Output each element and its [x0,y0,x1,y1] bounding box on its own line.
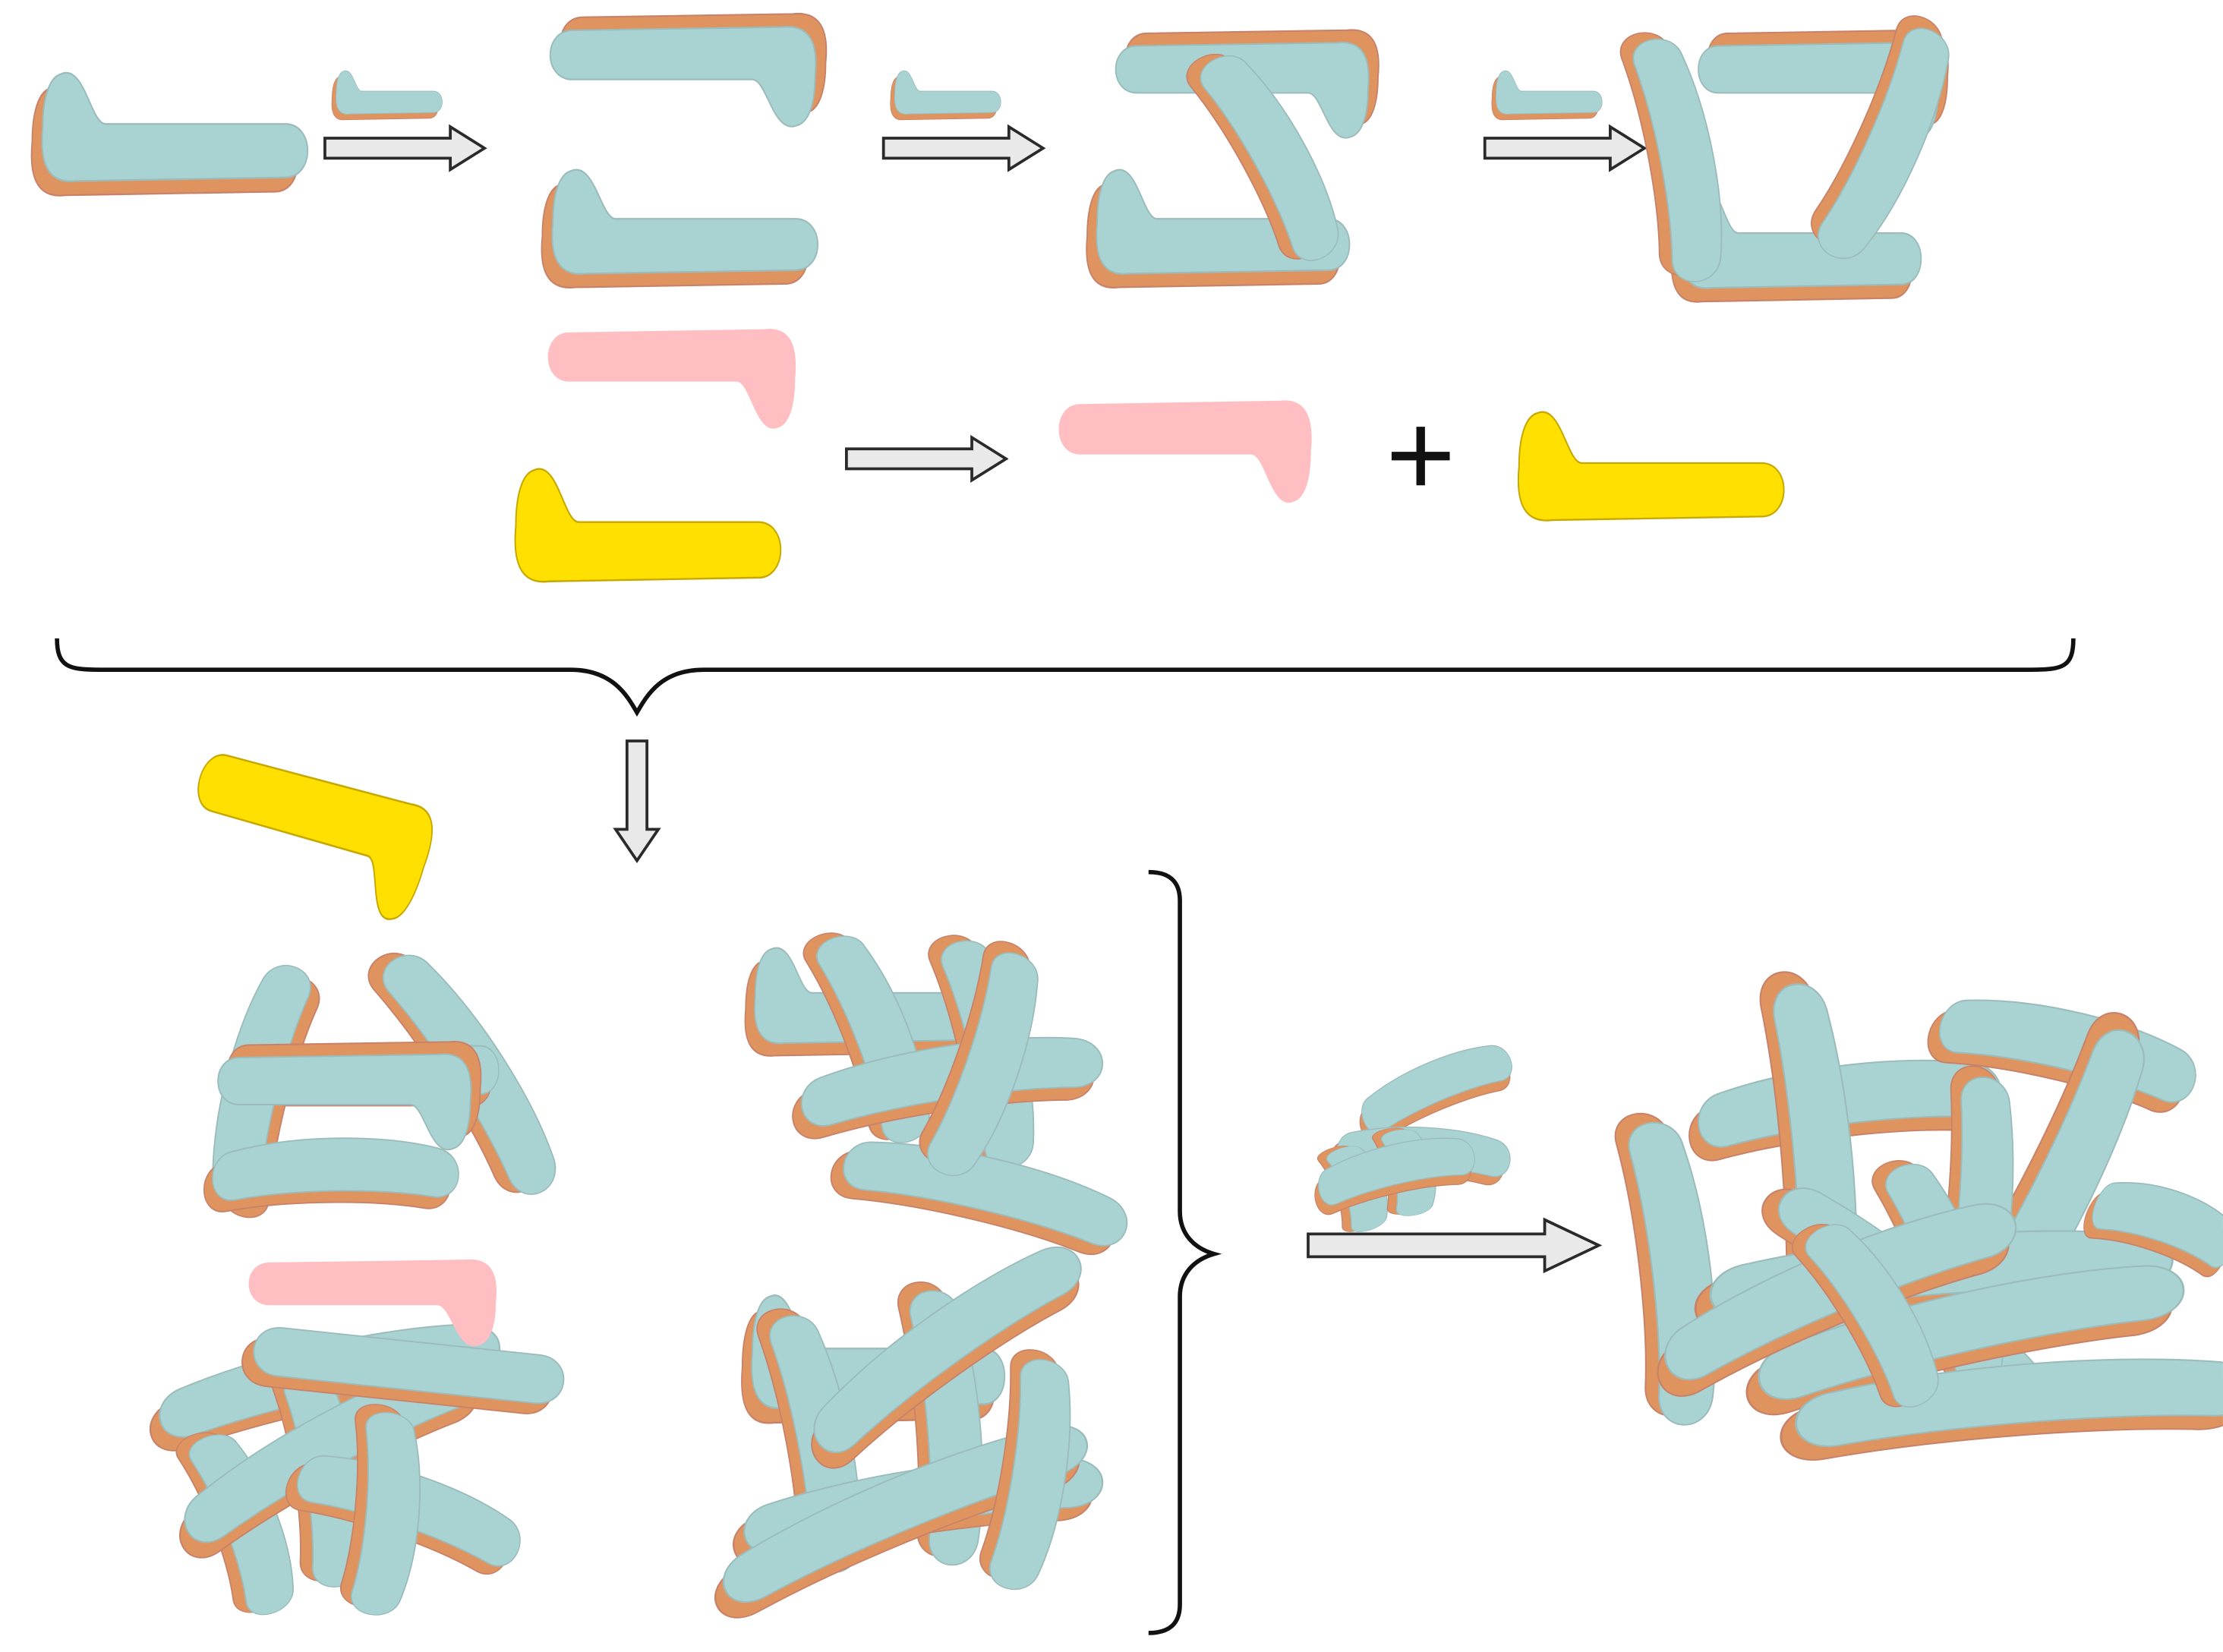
plus-sign: + [1386,388,1455,522]
small-aggregate-icon [1307,1034,1521,1239]
mature-aggregate [1613,968,2223,1462]
monomer-fiber [32,73,308,196]
yellow-monomer [1517,411,1785,522]
curly-brace-icon [1148,869,1222,1635]
right-arrow-icon [1483,125,1646,172]
right-arrow-icon [845,436,1007,482]
aggregate-with-pink [140,1259,566,1625]
right-arrow-icon [1307,1217,1603,1274]
right-arrow-icon [881,125,1045,172]
small-fiber-icon-1 [332,71,442,120]
aggregate-with-yellow [175,745,574,1222]
small-fiber-icon-3 [1492,71,1602,120]
aggregate-bottom-right [698,1228,1108,1625]
down-arrow-icon [613,739,661,862]
pink-yellow-dimer [514,329,796,583]
tetramer-fiber [1618,9,1972,301]
right-arrow-icon [323,125,487,172]
small-fiber-icon-2 [891,71,1001,120]
svg-text:+: + [1386,388,1455,522]
trimer-fiber [1086,30,1379,287]
pink-monomer [1058,400,1312,503]
dimer-fiber [542,14,827,288]
aggregate-top-right [745,918,1134,1266]
curly-brace-icon [55,638,2076,717]
